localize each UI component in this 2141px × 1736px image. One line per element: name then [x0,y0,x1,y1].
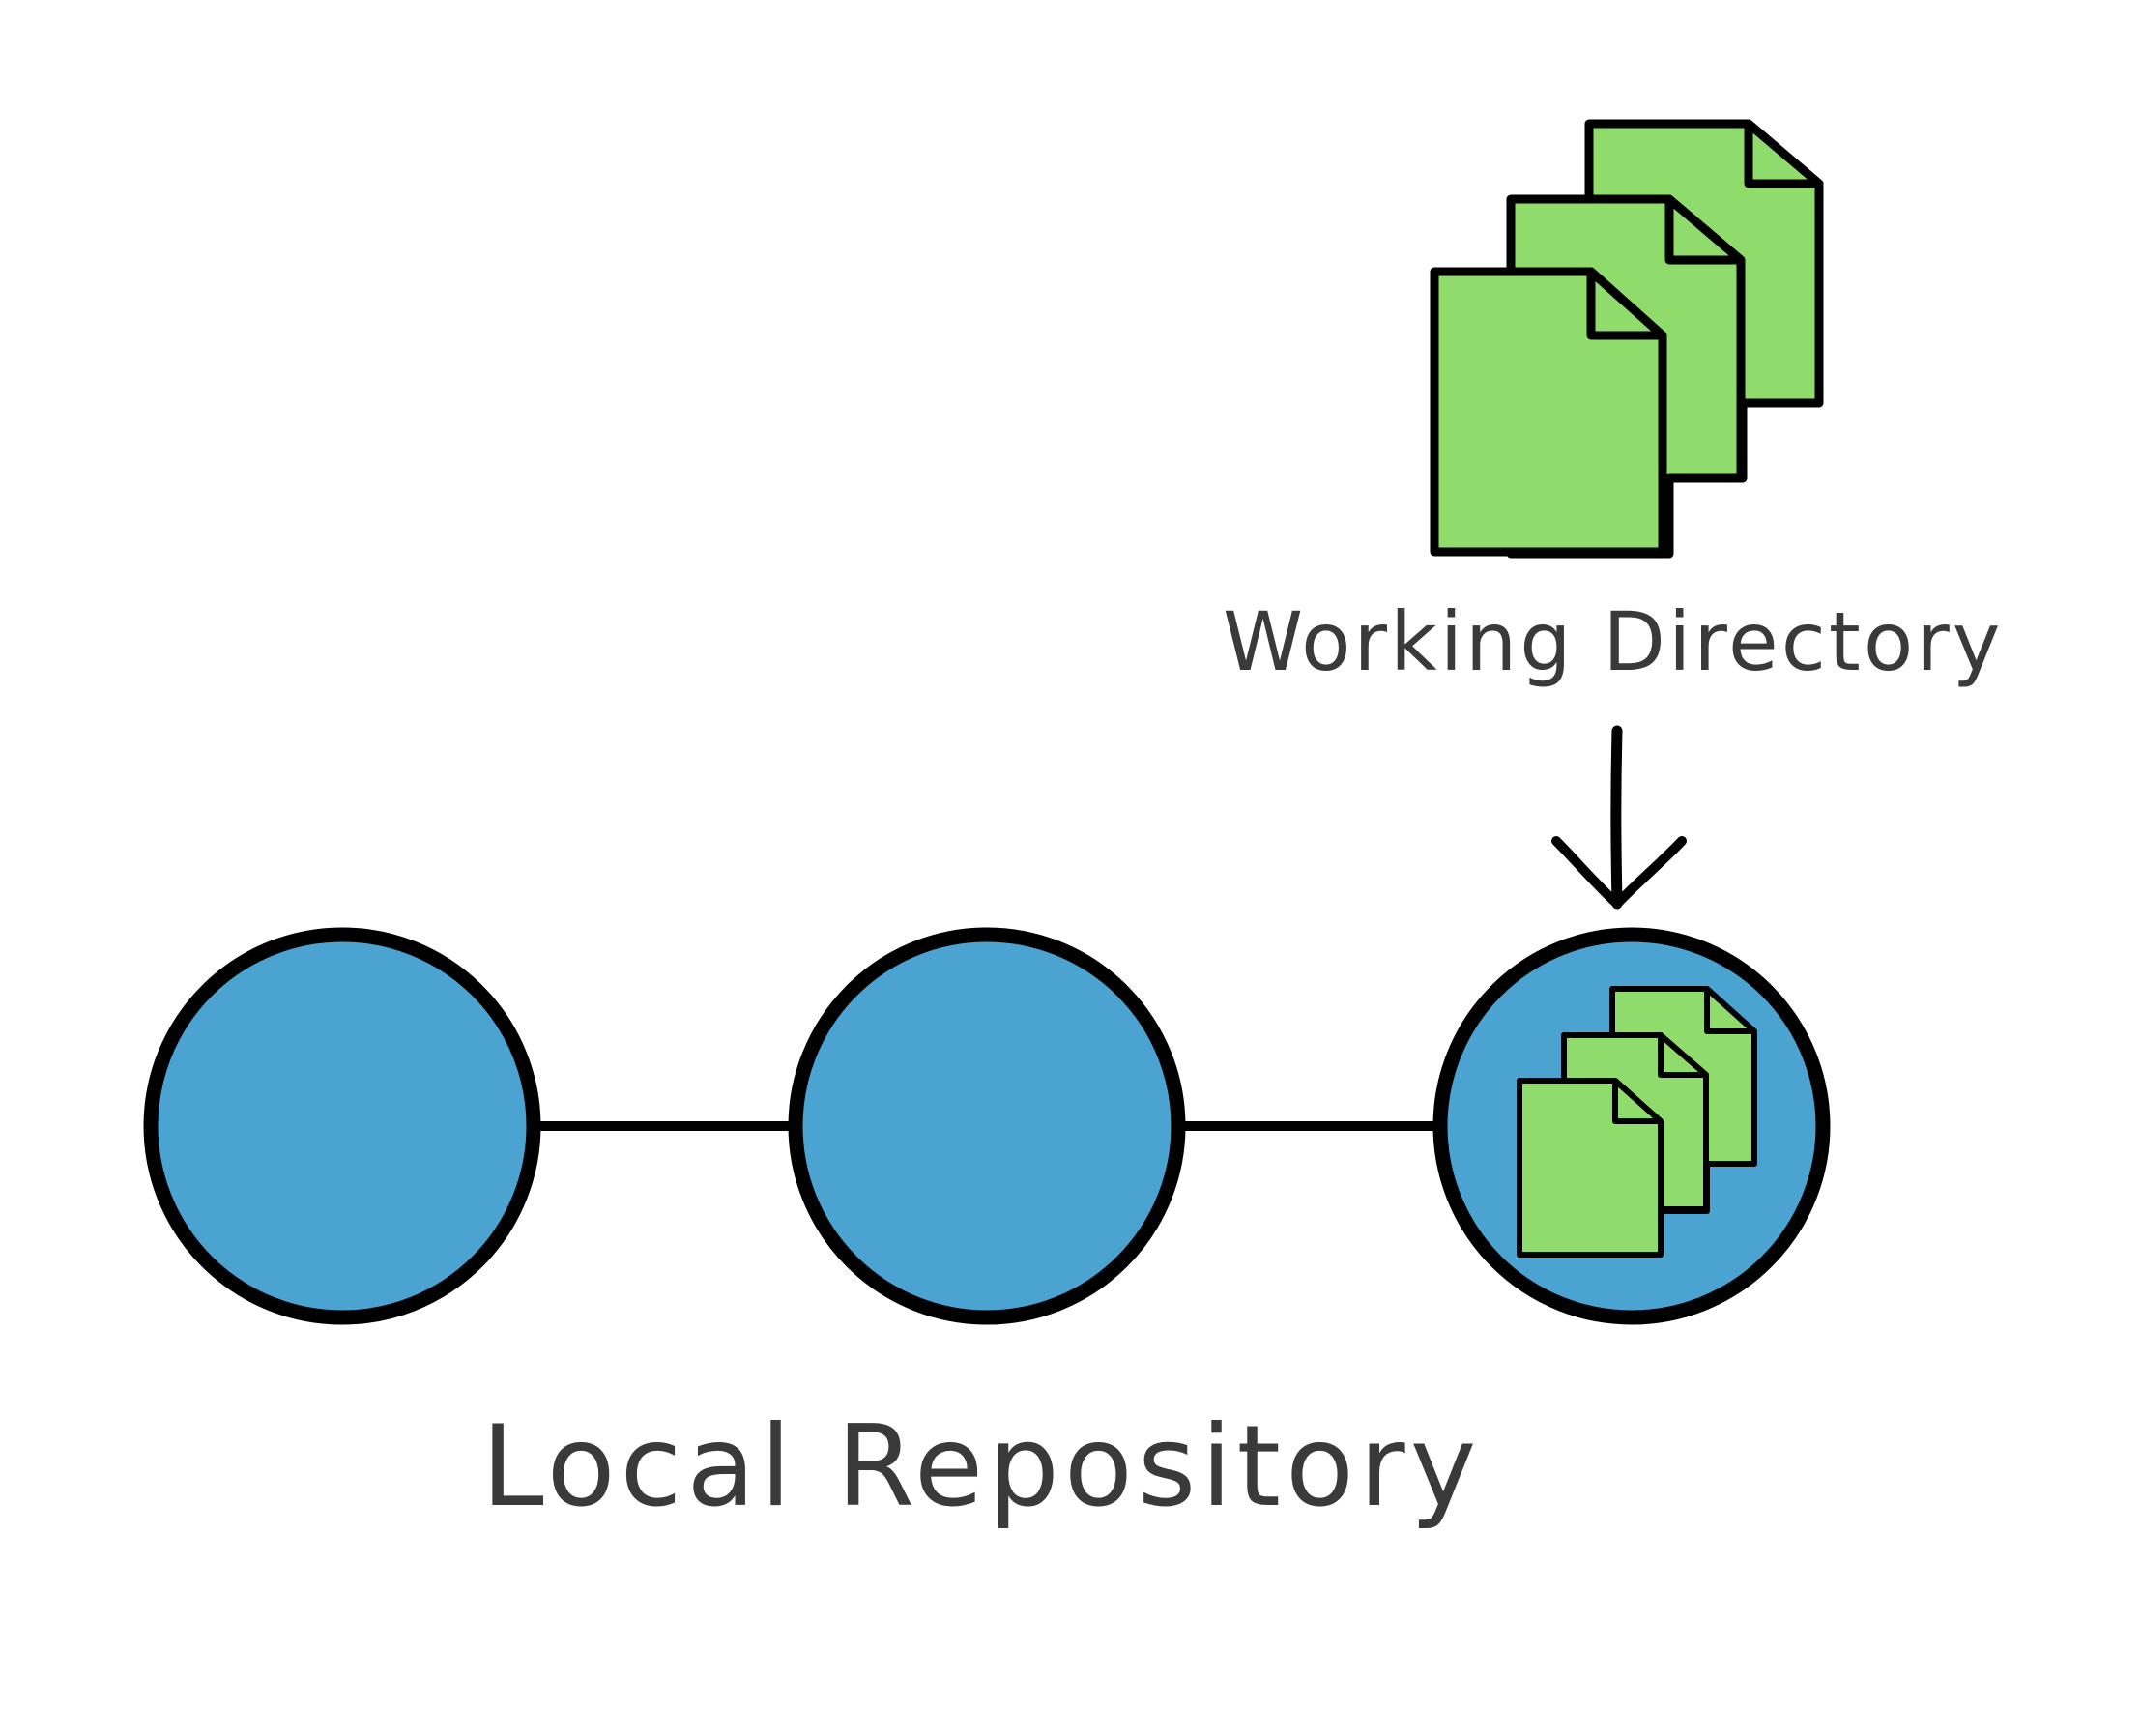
working-directory-label: Working Directory [1223,594,2004,689]
commit-file-front [1517,1078,1664,1258]
working-file-front [1430,267,1667,557]
local-repository-label: Local Repository [481,1402,1482,1532]
commit-node-1 [143,927,541,1325]
commit-files [1517,986,1757,1258]
commit-node-2 [788,927,1186,1325]
working-directory-files [1430,119,1824,559]
working-directory-arrow [1551,725,1687,910]
